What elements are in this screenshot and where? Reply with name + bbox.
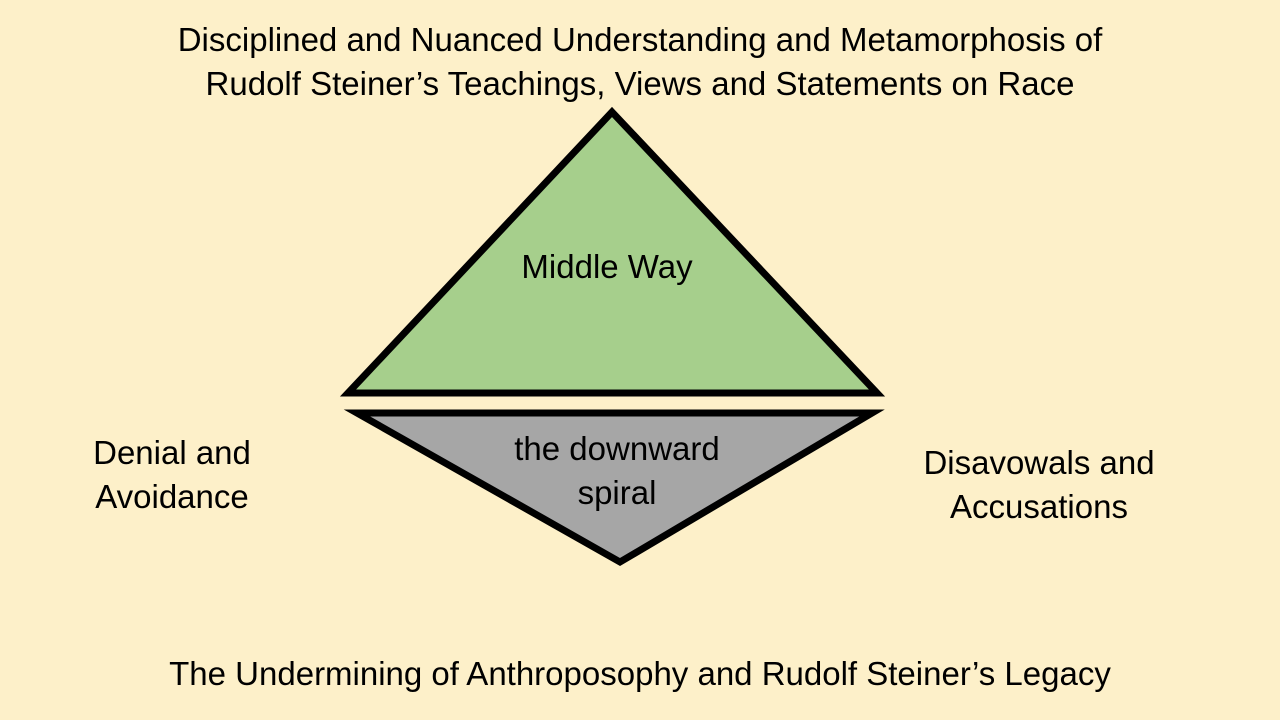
denial-avoidance-label: Denial and Avoidance (93, 431, 251, 519)
slide-title-line-1: Disciplined and Nuanced Understanding an… (177, 21, 1103, 58)
denial-avoidance-label-line-2: Avoidance (95, 478, 249, 515)
disavowals-accusations-label-line-2: Accusations (950, 488, 1128, 525)
bottom-caption: The Undermining of Anthroposophy and Rud… (169, 655, 1111, 692)
disavowals-accusations-label: Disavowals and Accusations (923, 441, 1154, 529)
downward-spiral-label: the downward spiral (514, 427, 719, 515)
middle-way-triangle (339, 106, 886, 397)
downward-spiral-label-line-1: the downward (514, 430, 720, 467)
denial-avoidance-label-line-1: Denial and (93, 434, 251, 471)
downward-spiral-label-line-2: spiral (577, 474, 657, 511)
middle-way-label: Middle Way (521, 248, 693, 285)
disavowals-accusations-label-line-1: Disavowals and (923, 444, 1155, 481)
slide-title-line-2: Rudolf Steiner’s Teachings, Views and St… (205, 65, 1075, 102)
slide-title: Disciplined and Nuanced Understanding an… (0, 18, 1280, 106)
downward-spiral-triangle (343, 409, 885, 567)
